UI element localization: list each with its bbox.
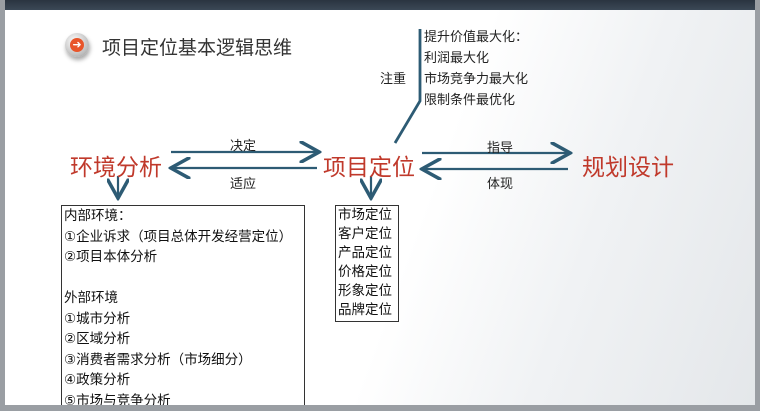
focus-item: 提升价值最大化： [424,30,529,45]
focus-bracket-line [393,29,422,144]
env-item: ⑤市场与竞争分析 [64,392,171,406]
label-reflect: 体现 [487,177,514,192]
env-item: 外部环境 [64,290,118,306]
focus-item: 市场竞争力最大化 [424,72,529,87]
env-item: ③消费者需求分析（市场细分） [64,351,252,368]
slide-title: 项目定位基本逻辑思维 [102,37,293,59]
node-project-positioning: 项目定位 [323,155,415,181]
env-item: ②区域分析 [64,331,131,347]
focus-item: 限制条件最优化 [424,93,516,108]
env-item: 内部环境： [64,208,132,224]
focus-list: 提升价值最大化： 利润最大化 市场竞争力最大化 限制条件最优化 [424,27,528,111]
label-adapt: 适应 [230,177,257,192]
positioning-item: 市场定位 [338,207,392,223]
label-decide: 决定 [230,139,257,154]
node-planning-design: 规划设计 [582,155,674,181]
env-item: ①企业诉求（项目总体开发经营定位） [64,228,293,245]
positioning-box: 市场定位 客户定位 产品定位 价格定位 形象定位 品牌定位 [335,205,399,322]
label-guide: 指导 [487,141,514,156]
env-item: ②项目本体分析 [64,249,158,265]
positioning-item: 形象定位 [338,283,392,299]
arrow-bullet-icon: ➜ [65,33,89,57]
env-item: ①城市分析 [64,310,131,327]
positioning-item: 价格定位 [338,264,392,280]
env-item: ④政策分析 [64,372,131,388]
environment-box: 内部环境： ①企业诉求（项目总体开发经营定位） ②项目本体分析 外部环境 ①城市… [61,205,305,405]
focus-item: 利润最大化 [424,51,490,66]
positioning-item: 客户定位 [338,226,392,242]
top-bar [5,0,755,10]
slide: ➜ 项目定位基本逻辑思维 环境分析 项目定位 规划设计 决定 适应 指导 体现 … [5,0,755,405]
node-environment-analysis: 环境分析 [70,155,162,181]
env-item [64,268,302,289]
positioning-item: 产品定位 [338,245,392,261]
diagram-arrows [5,29,755,405]
label-focus: 注重 [380,72,407,87]
positioning-item: 品牌定位 [338,302,392,318]
